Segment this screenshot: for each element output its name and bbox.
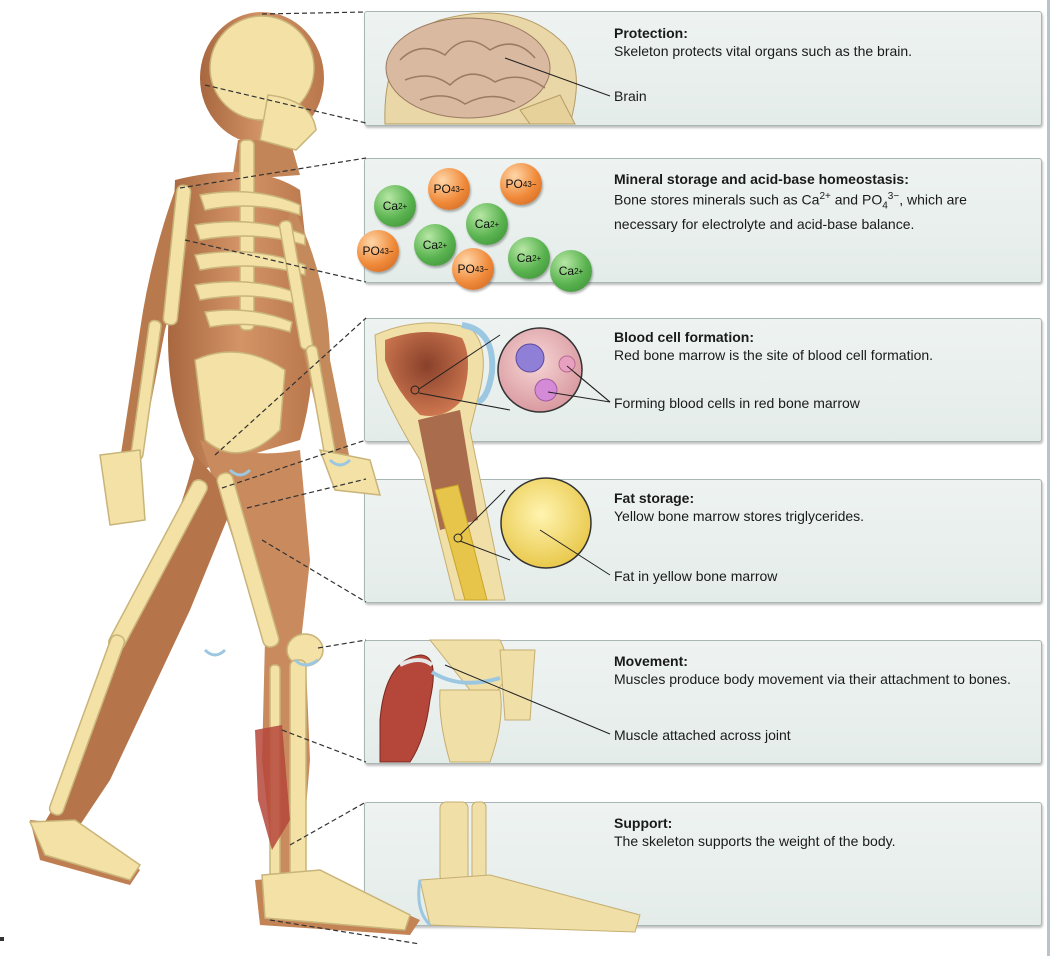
foot-skeleton-art [417,801,641,933]
forming-blood-cells-label: Forming blood cells in red bone marrow [614,395,860,411]
blood-cells-zoom [418,327,611,413]
yellow-marrow-label: Fat in yellow bone marrow [614,568,778,584]
blood-cell-formation-heading: Blood cell formation: [614,329,754,345]
movement-body: Muscles produce body movement via their … [614,671,1011,687]
muscle-joint-label: Muscle attached across joint [614,727,791,743]
mineral-storage-text: Mineral storage and acid-base homeostasi… [614,170,1034,233]
support-heading: Support: [614,815,673,831]
support-text: Support: The skeleton supports the weigh… [614,814,1034,850]
connector-lines [179,11,421,945]
fat-zoom [459,477,611,576]
protection-heading: Protection: [614,25,688,41]
fat-storage-body: Yellow bone marrow stores triglycerides. [614,508,865,524]
fat-storage-text: Fat storage: Yellow bone marrow stores t… [614,489,1034,525]
mineral-storage-body: Bone stores minerals such as Ca2+ and PO… [614,191,967,233]
femur-art [374,322,506,601]
movement-heading: Movement: [614,653,688,669]
fat-storage-heading: Fat storage: [614,490,695,506]
movement-text: Movement: Muscles produce body movement … [614,652,1014,688]
brain-art [384,12,611,125]
page-marker [0,937,4,941]
blood-cell-formation-body: Red bone marrow is the site of blood cel… [614,347,934,363]
brain-label: Brain [614,88,647,104]
cartilage-highlights [203,458,352,667]
support-body: The skeleton supports the weight of the … [614,833,896,849]
calf-muscle [255,725,290,850]
protection-body: Skeleton protects vital organs such as t… [614,43,913,59]
blood-cell-formation-text: Blood cell formation: Red bone marrow is… [614,328,1034,364]
protection-text: Protection: Skeleton protects vital orga… [614,24,1034,60]
mineral-storage-heading: Mineral storage and acid-base homeostasi… [614,171,909,187]
knee-muscle-art [379,639,611,763]
